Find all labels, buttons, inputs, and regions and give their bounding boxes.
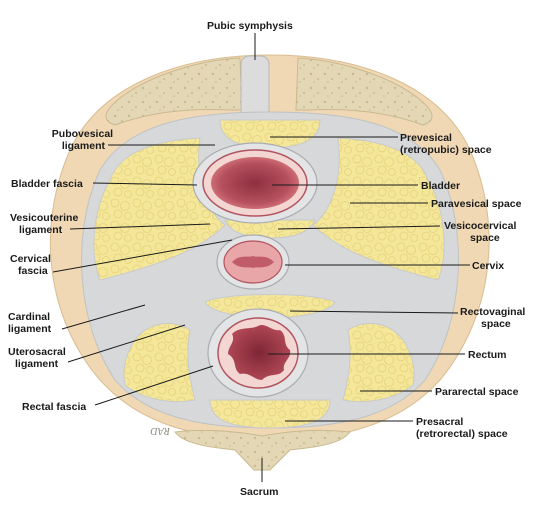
artist-signature: RAD	[150, 425, 171, 436]
label-bladder-fascia: Bladder fascia	[11, 178, 83, 190]
paravesical-space-right	[312, 137, 445, 281]
pubic-symphysis-disc	[240, 55, 270, 119]
label-prevesical-space: Prevesical (retropubic) space	[400, 132, 492, 156]
paravesical-space-left	[93, 137, 226, 281]
label-rectal-fascia: Rectal fascia	[22, 401, 86, 413]
label-paravesical-space: Paravesical space	[431, 198, 522, 210]
pararectal-space-left	[123, 322, 196, 403]
label-cervix: Cervix	[472, 260, 504, 272]
pararectal-space-right	[342, 322, 415, 403]
pubic-bone-left	[105, 57, 243, 126]
label-cardinal-ligament: Cardinal ligament	[8, 311, 53, 335]
leader-lines	[52, 33, 470, 482]
rectum-lumen	[228, 325, 291, 380]
label-cervical-fascia: Cervical fascia	[10, 253, 54, 277]
label-pubic-symphysis: Pubic symphysis	[207, 20, 293, 32]
label-uterosacral-ligament: Uterosacral ligament	[8, 346, 69, 370]
label-rectovaginal-space: Rectovaginal space	[460, 306, 528, 330]
label-pararectal-space: Pararectal space	[435, 386, 519, 398]
label-bladder: Bladder	[421, 180, 460, 192]
label-rectum: Rectum	[468, 349, 507, 361]
cervical-os	[232, 256, 274, 268]
pubic-bone-right	[295, 57, 433, 126]
bladder-lumen	[211, 157, 299, 209]
label-sacrum: Sacrum	[240, 486, 279, 498]
label-vesicouterine-ligament: Vesicouterine ligament	[10, 212, 81, 236]
label-presacral-space: Presacral (retrorectal) space	[416, 416, 508, 440]
label-pubovesical-ligament: Pubovesical ligament	[52, 128, 116, 152]
label-vesicocervical-space: Vesicocervical space	[444, 220, 519, 244]
sacrum-bone	[174, 429, 351, 471]
